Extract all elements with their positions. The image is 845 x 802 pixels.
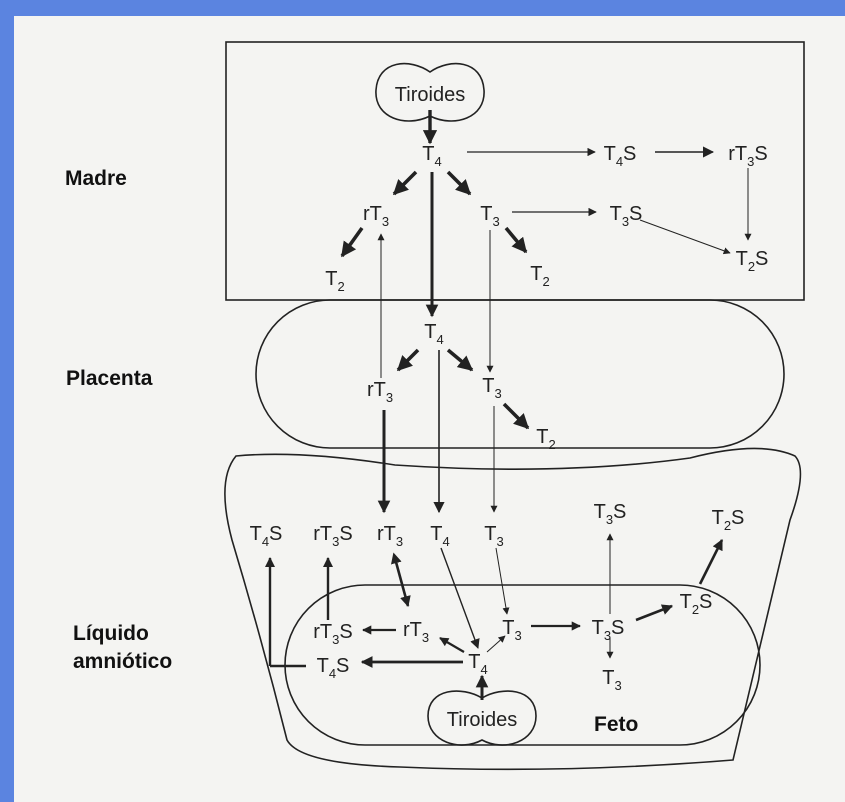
node-f-t4s: T4S [317, 655, 350, 681]
feto-label: Feto [594, 713, 638, 736]
arrow-a-rt3-f-rt3-bidir [391, 552, 411, 608]
node-m-t3: T3 [480, 203, 499, 229]
node-a-t3s: T3S [594, 501, 627, 527]
node-f-t2s: T2S [680, 591, 713, 617]
node-m-t3s: T3S [610, 203, 643, 229]
node-m-t4s: T4S [604, 143, 637, 169]
node-f-t4: T4 [468, 651, 487, 677]
arrow-f-t4-to-t3 [486, 635, 506, 653]
node-m-t4: T4 [422, 143, 441, 169]
node-m-t2s: T2S [736, 248, 769, 274]
node-f-t3: T3 [502, 617, 521, 643]
node-f-t3s: T3S [592, 617, 625, 643]
node-f-t3-lower: T3 [602, 667, 621, 693]
fetal-thyroid-gland: Tiroides [427, 690, 537, 746]
arrow-m-t4-to-t3 [446, 170, 472, 196]
arrow-p-t3-to-t2 [502, 402, 530, 430]
amniotic-sac-outline [224, 447, 802, 771]
arrow-f-t4-to-rt3 [439, 637, 465, 653]
hormone-nodes: T4 T4S rT3S rT3 T3 T3S T2 T2 T2S T4 rT3 … [250, 143, 769, 693]
amniotico-label: amniótico [73, 650, 172, 673]
node-f-rt3: rT3 [403, 619, 429, 645]
arrows [264, 110, 752, 700]
node-a-t4: T4 [430, 523, 449, 549]
node-m-rt3s: rT3S [728, 143, 767, 169]
node-m-t2-left: T2 [325, 268, 344, 294]
arrow-a-t4-to-f-t4 [440, 547, 480, 649]
maternal-thyroid-label: Tiroides [395, 84, 465, 106]
node-p-t4: T4 [424, 321, 443, 347]
node-a-t4s: T4S [250, 523, 283, 549]
fetus-capsule [284, 584, 761, 746]
liquido-label: Líquido [73, 622, 149, 645]
arrow-a-t3-to-f-t3 [495, 547, 510, 615]
node-a-t2s: T2S [712, 507, 745, 533]
placenta-capsule [255, 299, 785, 449]
arrow-p-t4-to-rt3 [396, 348, 420, 372]
madre-label: Madre [65, 167, 127, 190]
fetal-thyroid-label: Tiroides [447, 709, 517, 731]
node-p-rt3: rT3 [367, 379, 393, 405]
node-m-t2-right: T2 [530, 263, 549, 289]
node-m-rt3: rT3 [363, 203, 389, 229]
arrow-m-rt3-to-t2 [340, 226, 364, 258]
arrow-m-t4-to-rt3 [392, 170, 418, 196]
fetal-thyroid-icon [427, 690, 537, 746]
node-f-rt3s: rT3S [313, 621, 352, 647]
arrow-f-t2s-to-a-t2s [698, 539, 724, 585]
placenta-label: Placenta [66, 367, 153, 390]
node-a-t3: T3 [484, 523, 503, 549]
arrow-m-t3-to-t2 [504, 226, 528, 254]
node-a-rt3s: rT3S [313, 523, 352, 549]
arrow-m-t3s-to-t2s [639, 219, 731, 255]
node-a-rt3: rT3 [377, 523, 403, 549]
node-p-t3: T3 [482, 375, 501, 401]
arrow-p-t4-to-t3 [446, 348, 474, 372]
arrow-f-t3s-to-t2s [635, 604, 674, 622]
node-p-t2: T2 [536, 426, 555, 452]
